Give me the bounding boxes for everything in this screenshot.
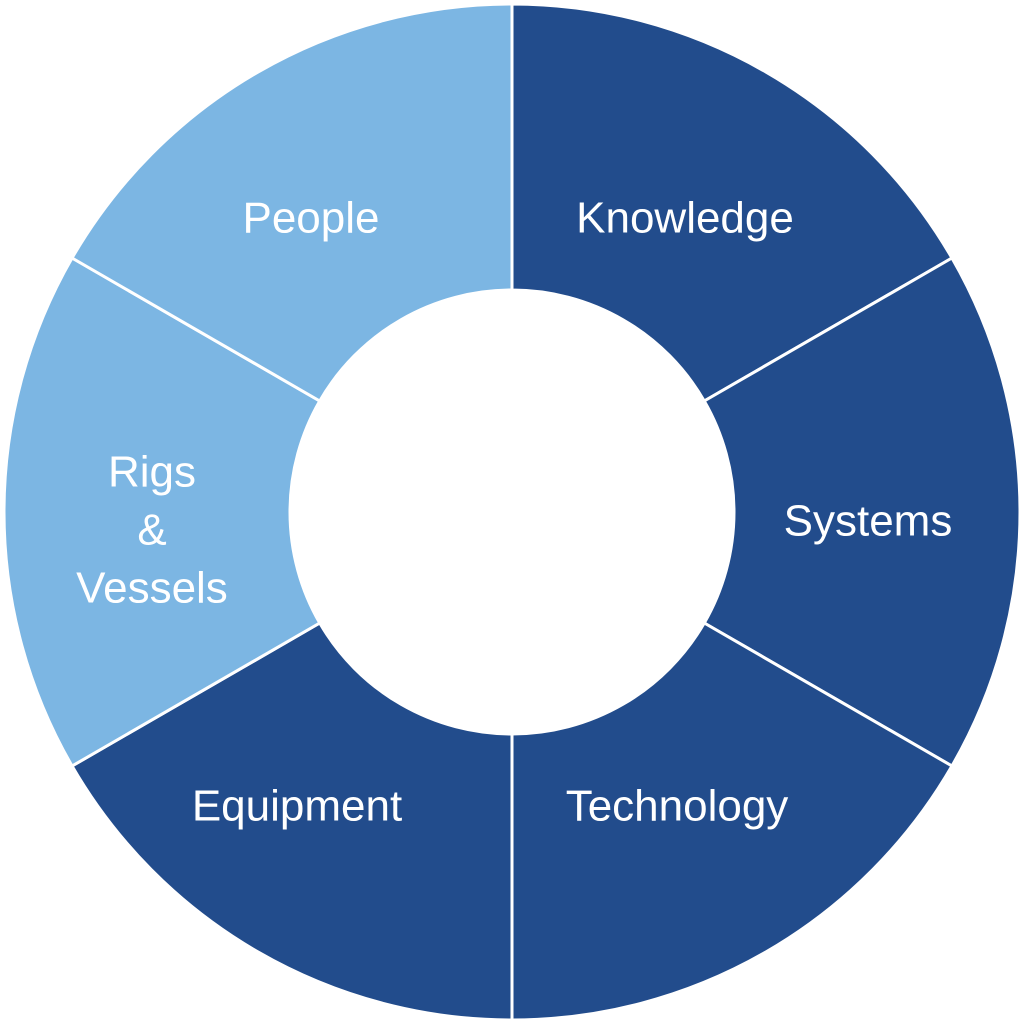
label-systems: Systems <box>784 497 953 546</box>
segment-technology <box>510 620 954 1022</box>
label-technology: Technology <box>566 782 789 831</box>
label-equipment: Equipment <box>192 782 402 831</box>
label-knowledge: Knowledge <box>576 194 794 243</box>
segment-rigs-vessels <box>2 255 322 769</box>
segment-equipment <box>70 620 514 1022</box>
segment-systems <box>702 255 1022 769</box>
segment-knowledge <box>510 2 954 404</box>
segment-people <box>70 2 514 404</box>
label-line: Rigs <box>108 448 196 497</box>
label-people: People <box>242 194 379 243</box>
label-rigs-vessels: Rigs & Vessels <box>76 448 228 613</box>
label-line: Vessels <box>76 564 228 613</box>
segment-labels: Knowledge Systems Technology Equipment R… <box>76 194 952 831</box>
donut-center-hole <box>290 290 734 734</box>
label-line: & <box>137 506 166 555</box>
